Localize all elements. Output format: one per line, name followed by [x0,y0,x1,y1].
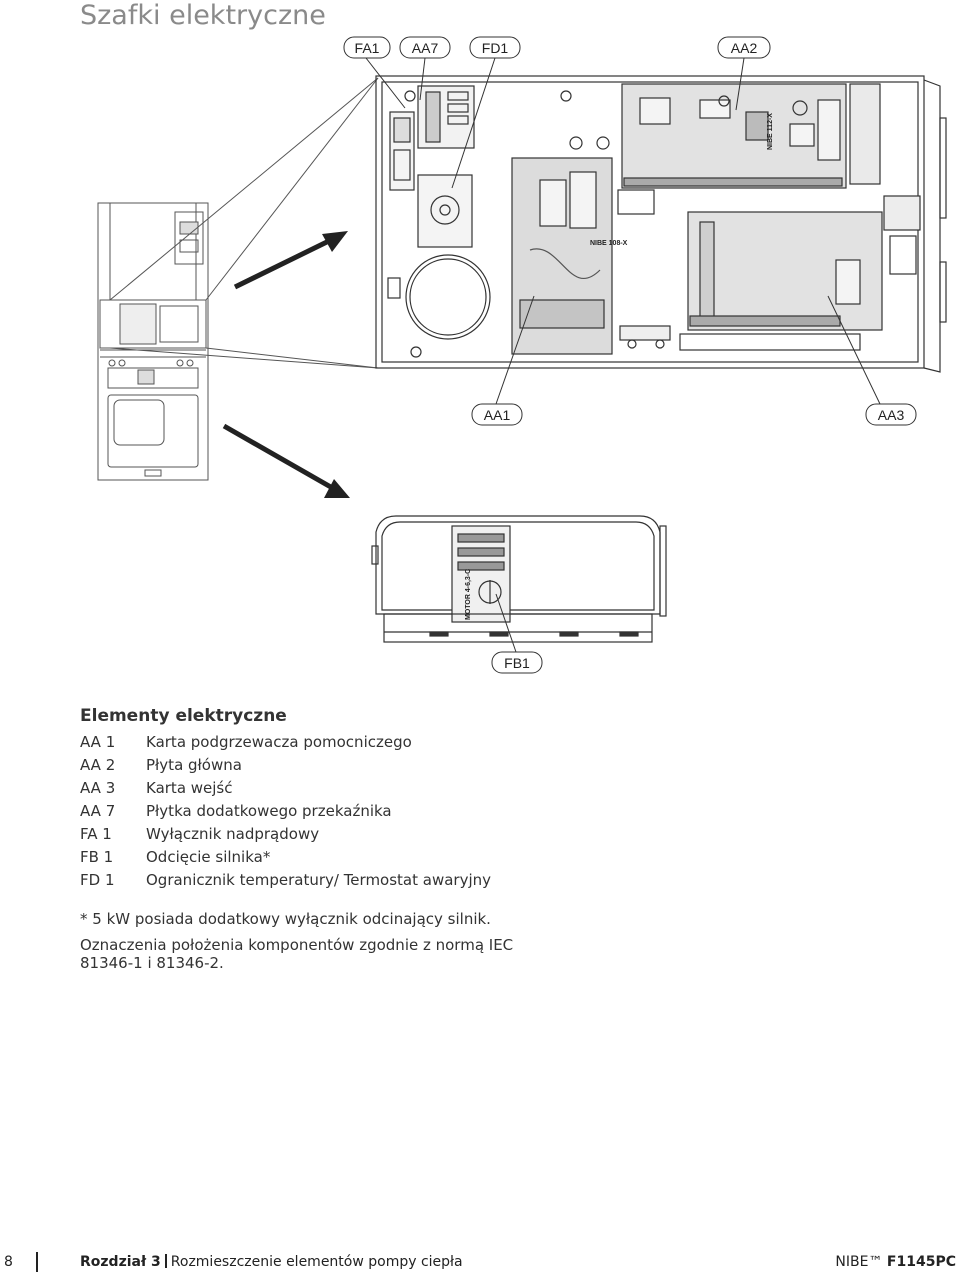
product-name: NIBE™ F1145PC [835,1254,956,1270]
standard-note: Oznaczenia położenia komponentów zgodnie… [80,936,514,972]
product-brand: NIBE™ [835,1254,883,1270]
heat-pump-overview [97,202,209,481]
chapter-title: Rozmieszczenie elementów pompy ciepła [170,1254,463,1270]
callout-fa1: FA1 [343,36,406,109]
legend-text: Ogranicznik temperatury/ Termostat awary… [146,871,492,889]
legend-code: AA 1 [80,733,116,751]
legend-item: AA 2 Płyta główna [80,754,491,777]
callout-aa7: AA7 [399,36,451,101]
aa2-board-label: NIBE 112-X [767,113,774,150]
legend-heading: Elementy elektryczne [80,706,287,726]
callout-aa1: AA1 [471,295,535,426]
legend-text: Karta podgrzewacza pomocniczego [146,733,412,751]
legend-text: Płyta główna [146,756,242,774]
legend-item: FB 1 Odcięcie silnika* [80,846,491,869]
svg-text:AA3: AA3 [878,407,905,423]
footnote: * 5 kW posiada dodatkowy wyłącznik odcin… [80,910,491,928]
legend-text: Odcięcie silnika* [146,848,271,866]
legend-code: AA 7 [80,802,116,820]
legend-text: Płytka dodatkowego przekaźnika [146,802,392,820]
legend-code: AA 3 [80,779,116,797]
svg-text:FD1: FD1 [482,40,509,56]
chapter-separator [164,1254,167,1268]
electrical-cabinet-figure: NIBE 112-X NIBE 108-X FA1 AA7 FD1 AA2 AA… [97,36,947,674]
legend-code: FA 1 [80,825,112,843]
svg-text:AA2: AA2 [731,40,758,56]
electrical-cabinet [375,75,947,373]
page-footer: 8 Rozdział 3 Rozmieszczenie elementów pom… [0,1252,960,1272]
legend-item: AA 7 Płytka dodatkowego przekaźnika [80,800,491,823]
callout-fb1: FB1 [491,593,543,674]
callout-aa2: AA2 [717,36,771,111]
legend-code: FD 1 [80,871,115,889]
svg-text:FB1: FB1 [504,655,530,671]
legend-code: FB 1 [80,848,114,866]
page-title: Szafki elektryczne [80,0,326,31]
svg-text:AA1: AA1 [484,407,511,423]
product-model: F1145PC [886,1254,956,1270]
legend-item: FA 1 Wyłącznik nadprądowy [80,823,491,846]
chapter-info: Rozdział 3 Rozmieszczenie elementów pompy… [80,1254,463,1270]
motor-cutout-box [371,515,667,643]
svg-text:AA7: AA7 [412,40,439,56]
legend-item: AA 1 Karta podgrzewacza pomocniczego [80,731,491,754]
fb1-switch-label: MOTOR 4-6,3-C [465,569,472,620]
legend-item: FD 1 Ogranicznik temperatury/ Termostat a… [80,869,491,892]
legend-text: Karta wejść [146,779,233,797]
overview-leader-lines [109,77,379,369]
page-number: 8 [4,1254,13,1270]
callout-fd1: FD1 [451,36,521,189]
callout-aa3: AA3 [827,295,917,426]
legend-code: AA 2 [80,756,116,774]
footer-divider [36,1252,38,1272]
legend-item: AA 3 Karta wejść [80,777,491,800]
svg-text:FA1: FA1 [355,40,380,56]
legend-text: Wyłącznik nadprądowy [146,825,320,843]
chapter-label: Rozdział 3 [80,1254,161,1270]
aa1-board-label: NIBE 108-X [590,240,628,247]
component-legend: AA 1 Karta podgrzewacza pomocniczego AA 2… [80,731,491,892]
pointer-arrows [222,231,350,498]
